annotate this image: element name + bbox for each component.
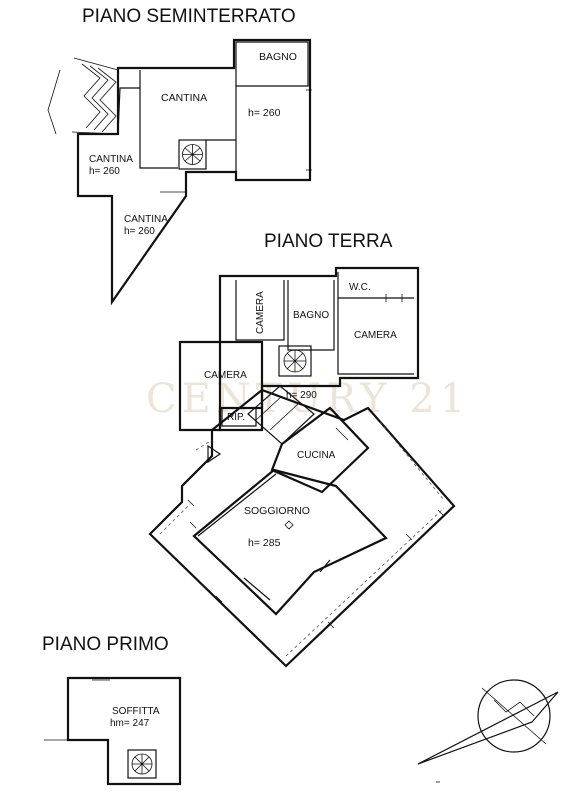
basement-title: PIANO SEMINTERRATO [82, 6, 296, 27]
first-soffitta-height: hm= 247 [110, 718, 150, 729]
basement-cantina-bottom-height: h= 260 [124, 226, 155, 237]
ground-rip-label: RIP. [227, 412, 245, 423]
ground-camera-vertical-label: CAMERA [255, 291, 266, 334]
first-title: PIANO PRIMO [42, 634, 169, 655]
ground-title: PIANO TERRA [264, 231, 393, 252]
first-soffitta-label: SOFFITTA [112, 706, 160, 717]
ground-soggiorno-height: h= 285 [248, 537, 281, 549]
basement-cantina-left-label: CANTINA [89, 154, 133, 165]
basement-bagno-label: BAGNO [259, 51, 297, 63]
ground-plan [148, 266, 456, 668]
basement-plan [47, 38, 312, 306]
ground-stairs-height: h= 290 [286, 390, 317, 401]
first-plan [44, 676, 182, 786]
ground-bagno-label: BAGNO [293, 310, 329, 321]
ground-soggiorno-label: SOGGIORNO [244, 505, 310, 517]
ground-camera-left-label: CAMERA [204, 370, 247, 381]
watermark: CENTURY 21 [146, 376, 470, 422]
basement-cantina-left-height: h= 260 [89, 166, 120, 177]
ground-cucina-label: CUCINA [297, 450, 336, 461]
ground-camera-right-label: CAMERA [354, 330, 397, 341]
basement-main-height: h= 260 [248, 107, 281, 119]
ground-wc-label: W.C. [349, 282, 371, 293]
basement-cantina-bottom-label: CANTINA [124, 214, 168, 225]
basement-cantina-main-label: CANTINA [161, 92, 207, 104]
compass-icon [417, 679, 559, 783]
